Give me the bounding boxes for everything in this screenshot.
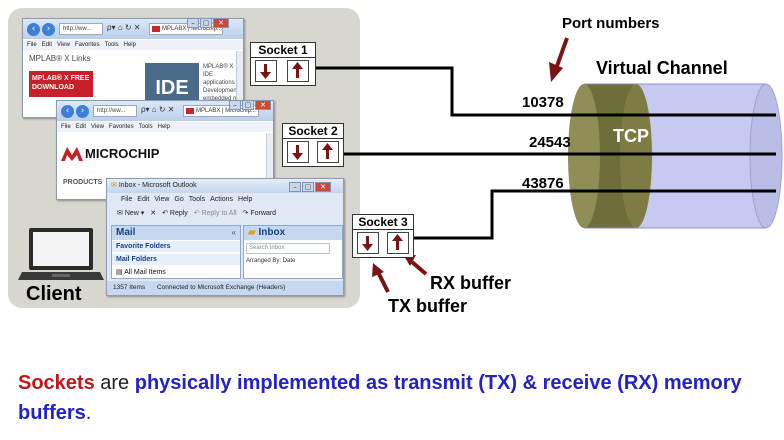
tcp-band-front (568, 84, 600, 228)
page-heading: MPLAB® X Links (29, 54, 91, 63)
caption-are: are (94, 372, 135, 394)
forward-button: ↷ Forward (242, 210, 277, 217)
collapse-icon: « (231, 228, 236, 237)
tx-buffer (357, 232, 379, 254)
scrollbar[interactable] (236, 51, 243, 117)
socket-3: Socket 3 (352, 214, 414, 258)
rx-buffer (287, 60, 309, 82)
mail-pane: Mail « Favorite Folders Mail Folders ▤ A… (111, 225, 241, 279)
page-description: MPLAB® X IDE applications f Development … (203, 64, 239, 102)
up-arrow-icon (392, 234, 403, 250)
tcp-label: TCP (613, 126, 649, 146)
up-arrow-icon (322, 143, 333, 159)
connection-line-1 (316, 66, 776, 117)
free-download-button[interactable]: MPLAB® X FREE DOWNLOAD (29, 71, 93, 97)
favorite-folders[interactable]: Favorite Folders (112, 241, 240, 252)
microchip-logo-icon (61, 147, 83, 161)
inbox-pane: ▰ Inbox Search Inbox Arranged By: Date (243, 225, 343, 279)
caption-definition: physically implemented as transmit (TX) … (18, 372, 742, 424)
delete-icon: ✕ (150, 210, 157, 217)
products-nav[interactable]: PRODUCTS (63, 179, 103, 186)
caption-period: . (85, 402, 92, 424)
arranged-by[interactable]: Arranged By: Date (246, 258, 296, 264)
new-button: ✉ New ▾ (117, 210, 145, 217)
search-inbox-input[interactable]: Search Inbox (246, 243, 330, 254)
folder-icon: ▰ (248, 227, 256, 238)
channel-end (749, 83, 783, 229)
down-arrow-icon (292, 145, 303, 160)
rx-buffer (317, 141, 339, 163)
toolbar-icons: ρ▾ ⌂ ↻ ✕ (107, 23, 141, 32)
exchange-status: Connected to Microsoft Exchange (Headers… (156, 284, 286, 291)
forward-icon[interactable]: › (76, 105, 89, 118)
tx-buffer-label: TX buffer (388, 296, 467, 316)
outlook-toolbar[interactable]: ✉ New ▾ ✕ ↶ Reply ↶ Reply to All ↷ Forwa… (117, 209, 276, 217)
brand-name: MICROCHIP (85, 146, 160, 161)
outlook-icon: ✉ (111, 182, 117, 189)
down-arrow-icon (362, 236, 373, 251)
outlook-title: ✉ Inbox - Microsoft Outlook (111, 182, 197, 189)
port-numbers-arrow (549, 37, 569, 82)
laptop-icon (18, 228, 104, 280)
all-mail-items[interactable]: ▤ All Mail Items (116, 269, 166, 276)
client-label: Client (26, 283, 82, 305)
up-arrow-icon (292, 62, 303, 78)
tx-buffer-arrow (372, 263, 390, 293)
window-controls[interactable]: –▢✕ (228, 94, 271, 110)
tx-buffer (287, 141, 309, 163)
port-numbers-label: Port numbers (562, 15, 660, 32)
mail-folders[interactable]: Mail Folders (112, 254, 240, 265)
down-arrow-icon (260, 64, 271, 79)
socket-2: Socket 2 (282, 123, 344, 167)
virtual-channel-cylinder (568, 83, 783, 229)
virtual-channel-label: Virtual Channel (596, 58, 728, 78)
port-number-2: 24543 (529, 134, 571, 151)
socket-label: Socket 1 (251, 43, 315, 58)
connection-line-3 (414, 189, 776, 240)
socket-label: Socket 2 (283, 124, 343, 139)
back-icon[interactable]: ‹ (27, 23, 40, 36)
reply-all-button: ↶ Reply to All (193, 210, 237, 217)
window-controls[interactable]: –▢✕ (288, 176, 331, 192)
address-bar[interactable]: http://ww... (93, 105, 137, 117)
reply-button: ↶ Reply (162, 210, 188, 217)
status-bar: 1357 Items Connected to Microsoft Exchan… (107, 281, 343, 295)
scrollbar[interactable] (266, 133, 273, 199)
socket-1: Socket 1 (250, 42, 316, 86)
back-icon[interactable]: ‹ (61, 105, 74, 118)
rx-buffer-label: RX buffer (430, 273, 511, 293)
tcp-band-edge (620, 84, 652, 228)
address-bar[interactable]: http://ww... (59, 23, 103, 35)
inbox-header: ▰ Inbox (244, 226, 342, 240)
port-number-1: 10378 (522, 94, 564, 111)
port-number-3: 43876 (522, 175, 564, 192)
tx-buffer (255, 60, 277, 82)
forward-icon[interactable]: › (42, 23, 55, 36)
rx-buffer (387, 232, 409, 254)
window-controls[interactable]: –▢✕ (186, 12, 229, 28)
toolbar-icons: ρ▾ ⌂ ↻ ✕ (141, 105, 175, 114)
caption: Sockets are physically implemented as tr… (18, 368, 778, 428)
caption-sockets: Sockets (18, 372, 95, 394)
mail-header: Mail (112, 226, 240, 240)
socket-label: Socket 3 (353, 215, 413, 230)
